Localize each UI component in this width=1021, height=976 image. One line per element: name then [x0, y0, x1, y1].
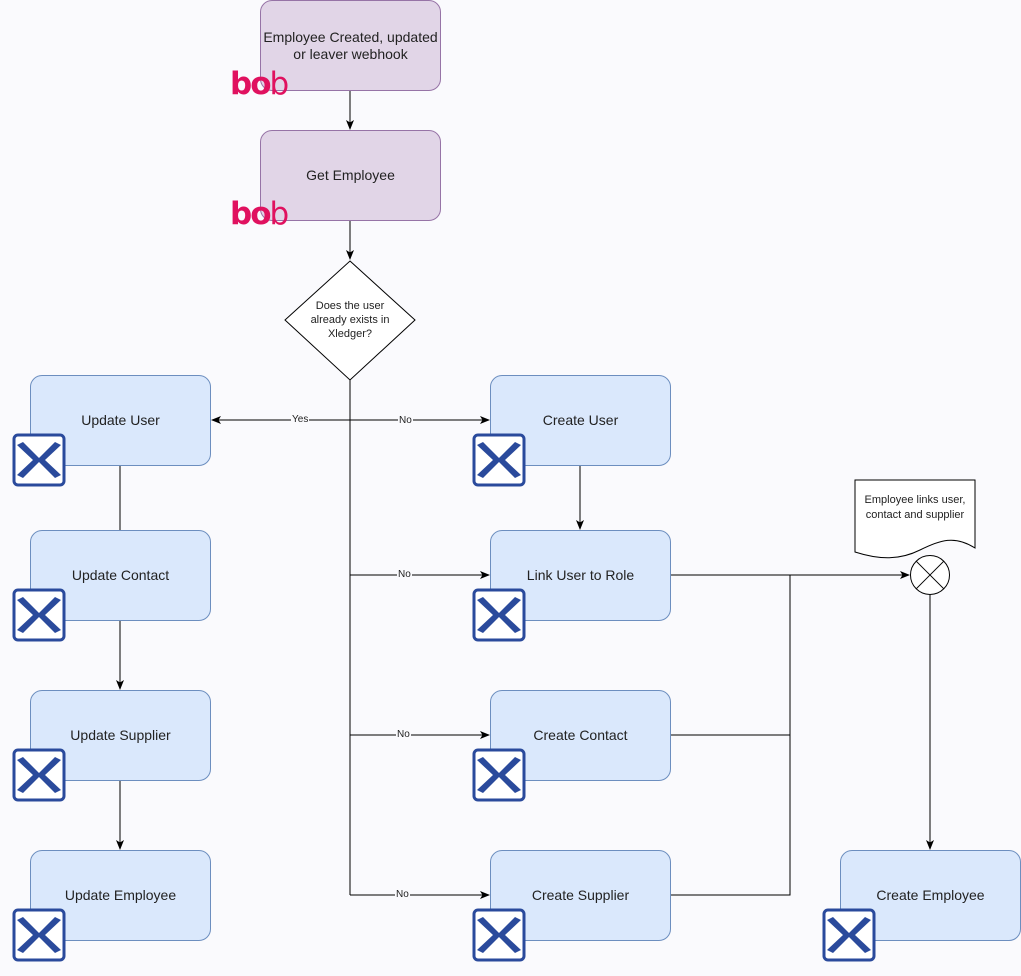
edge-label-no-role: No	[397, 569, 412, 581]
node-webhook-label: Employee Created, updated or leaver webh…	[263, 28, 438, 62]
note-shape	[854, 479, 976, 559]
xledger-icon	[12, 908, 66, 962]
xledger-icon	[472, 908, 526, 962]
node-update-contact[interactable]: Update Contact	[30, 530, 211, 621]
xledger-icon	[472, 433, 526, 487]
node-update-supplier[interactable]: Update Supplier	[30, 690, 211, 781]
bob-logo: bob	[230, 196, 289, 232]
node-link-user-role-label: Link User to Role	[526, 567, 635, 583]
merge-junction	[910, 555, 950, 595]
edge-label-no-user: No	[398, 415, 413, 427]
node-create-user-label: Create User	[542, 412, 619, 428]
node-create-supplier[interactable]: Create Supplier	[490, 850, 671, 941]
xledger-icon	[472, 748, 526, 802]
decision-label: Does the user already exists in Xledger?	[310, 300, 390, 340]
node-update-user-label: Update User	[81, 412, 160, 428]
edge-label-no-contact: No	[396, 729, 411, 741]
node-create-contact[interactable]: Create Contact	[490, 690, 671, 781]
xledger-icon	[472, 588, 526, 642]
edge-contact-to-merge	[670, 575, 791, 736]
node-webhook[interactable]: Employee Created, updated or leaver webh…	[260, 0, 441, 91]
edge-label-yes: Yes	[291, 414, 310, 426]
edge-label-no-supplier: No	[395, 889, 410, 901]
node-get-employee[interactable]: Get Employee	[260, 130, 441, 221]
node-update-contact-label: Update Contact	[71, 567, 170, 583]
bob-logo: bob	[230, 66, 289, 102]
node-update-employee-label: Update Employee	[64, 887, 177, 903]
xledger-icon	[12, 748, 66, 802]
decision-diamond	[284, 260, 416, 381]
xledger-icon	[12, 588, 66, 642]
xledger-icon	[822, 908, 876, 962]
node-get-employee-label: Get Employee	[306, 167, 395, 183]
edge-supplier-to-merge	[670, 735, 791, 896]
note-label: Employee links user, contact and supplie…	[864, 494, 966, 521]
node-create-supplier-label: Create Supplier	[531, 887, 630, 903]
xledger-icon	[12, 433, 66, 487]
node-update-supplier-label: Update Supplier	[70, 727, 171, 743]
node-create-employee-label: Create Employee	[876, 887, 985, 903]
node-create-contact-label: Create Contact	[533, 727, 628, 743]
